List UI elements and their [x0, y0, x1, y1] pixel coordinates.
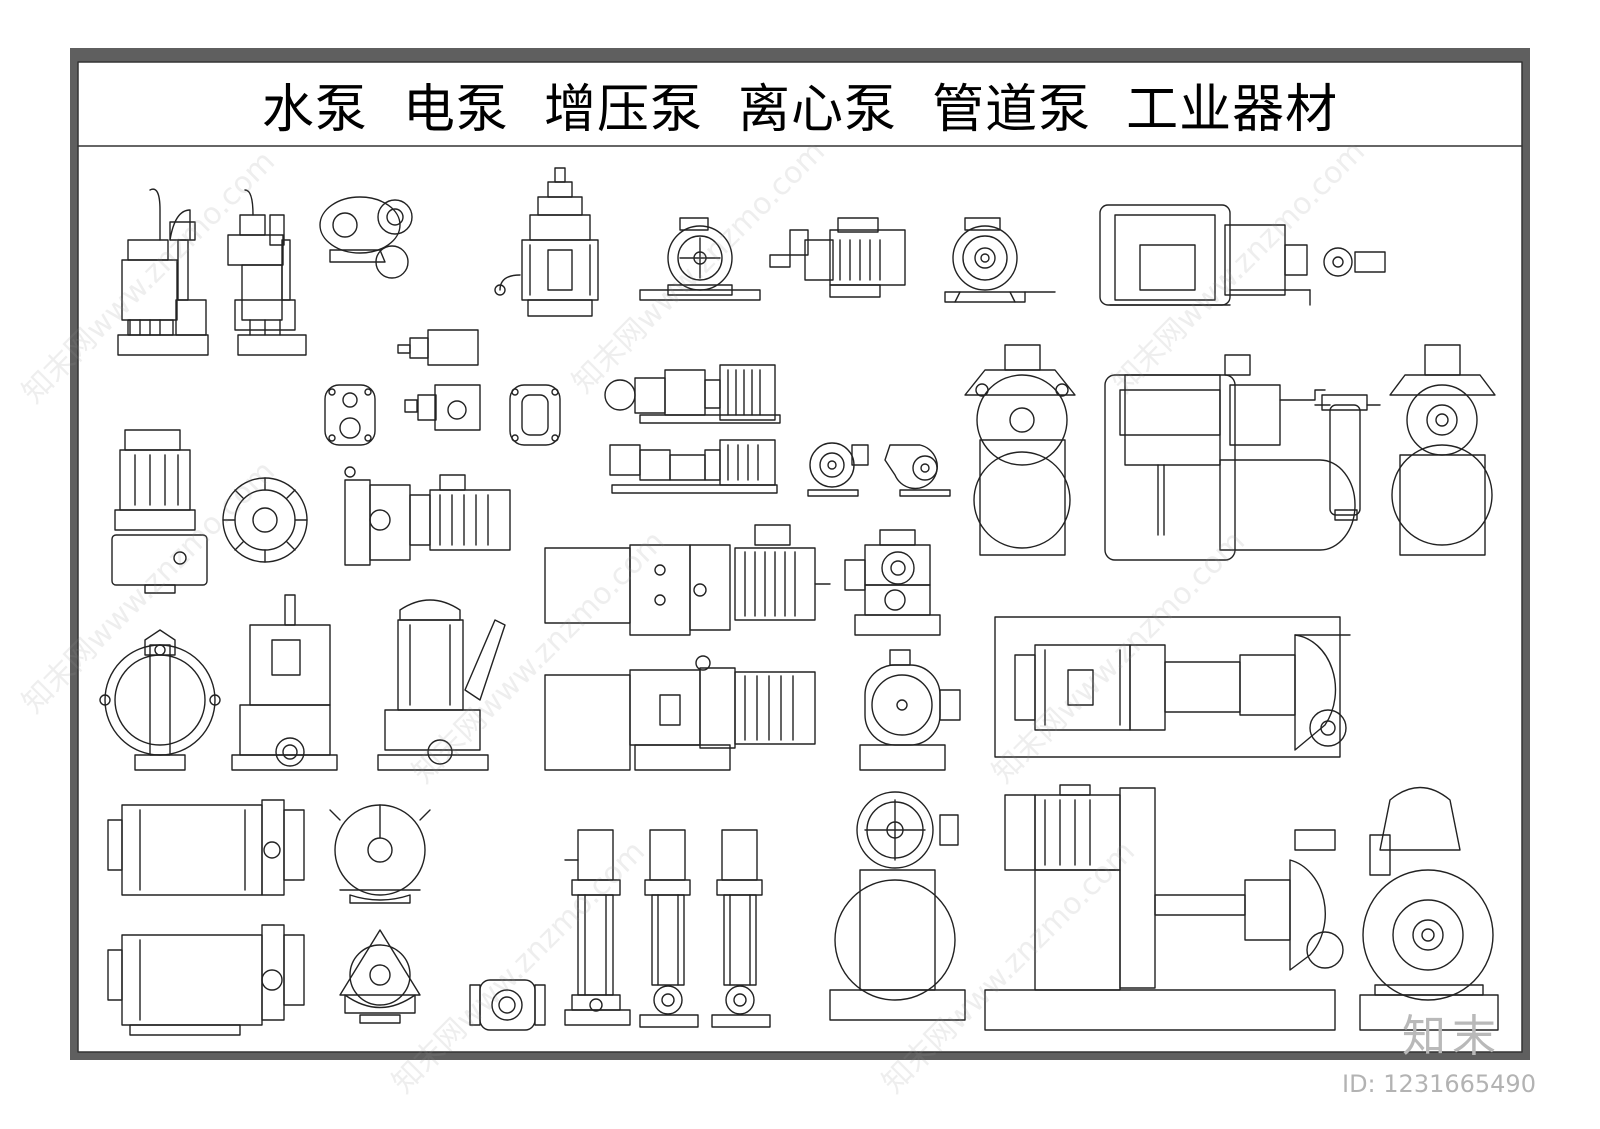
- vertical-motor-pump: [111, 429, 208, 594]
- sheet-frame: [70, 48, 1530, 1060]
- gear-pump-front: [324, 384, 376, 446]
- large-motor-pump-front: [829, 791, 966, 1021]
- pump-end-view-a: [329, 804, 431, 904]
- image-id-label: ID: 1231665490: [1342, 1070, 1536, 1098]
- impeller-face: [222, 477, 308, 563]
- skid-centrifugal-pump: [994, 616, 1351, 758]
- page-title: 水泵 电泵 增压泵 离心泵 管道泵 工业器材: [261, 79, 1339, 140]
- gear-pump-side: [397, 329, 481, 431]
- large-centrifugal-pump-front: [1359, 786, 1499, 1031]
- gear-reducer-front-a: [844, 529, 941, 636]
- pump-end-view-top-right: [1389, 344, 1496, 556]
- sewage-pump: [377, 599, 506, 771]
- motor-pump-horizontal-b: [107, 924, 305, 1036]
- magnetic-drive-pump: [344, 466, 511, 566]
- gear-reducer-motor-a: [544, 524, 831, 636]
- box-pump: [231, 594, 338, 771]
- small-motor-pump: [944, 217, 1056, 303]
- motor-pump-fan: [639, 217, 761, 301]
- gear-pump-back: [509, 384, 561, 446]
- centrifugal-volute: [884, 444, 951, 497]
- gear-reducer-front-b: [859, 649, 961, 771]
- pump-end-view-b: [339, 929, 421, 1024]
- horizontal-pump-set-b: [609, 439, 778, 494]
- vacuum-pump-front: [964, 344, 1076, 556]
- butterfly-valve-pump: [99, 629, 221, 771]
- large-centrifugal-pump-side: [984, 784, 1344, 1031]
- multistage-vertical-pump-a: [564, 829, 631, 1026]
- pipe-flange: [469, 979, 546, 1031]
- horizontal-pump-set-a: [604, 364, 781, 424]
- gear-reducer-motor-b: [544, 655, 816, 771]
- submersible-pump-a: [117, 188, 209, 356]
- multistage-vertical-pump-b: [639, 829, 699, 1028]
- pump-motor-set-large: [1099, 204, 1386, 306]
- booster-pump-tank: [1104, 354, 1356, 561]
- multistage-vertical-pump-c: [711, 829, 771, 1028]
- electric-motor-pump-vertical: [494, 167, 599, 317]
- booster-pump: [769, 217, 906, 298]
- motor-pump-horizontal-a: [107, 799, 305, 896]
- submersible-pump-b: [227, 189, 307, 356]
- pump-filter-unit: [1314, 394, 1381, 521]
- blower-small: [807, 442, 869, 497]
- brand-logo: 知末: [1402, 1011, 1502, 1062]
- impeller-pump-top: [319, 196, 413, 279]
